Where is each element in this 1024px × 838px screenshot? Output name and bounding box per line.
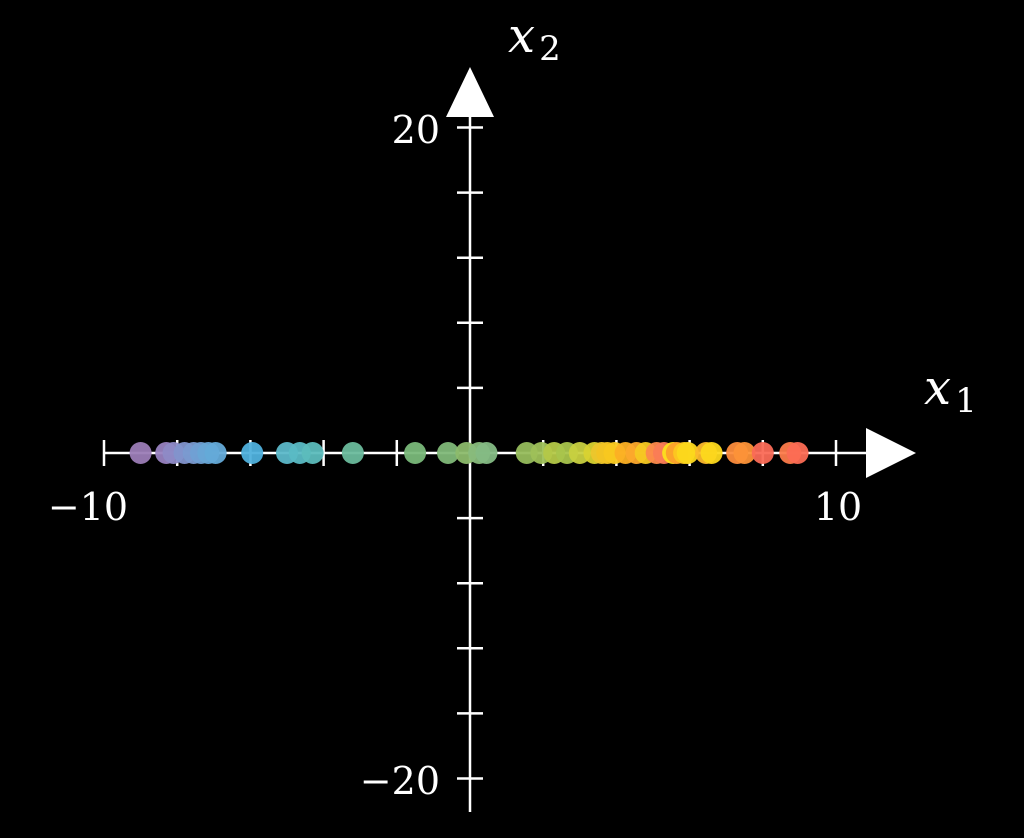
- y-axis-label-sub: 2: [539, 29, 561, 69]
- data-point: [676, 442, 699, 464]
- data-point: [475, 442, 498, 464]
- data-point: [204, 442, 227, 464]
- data-point: [786, 442, 809, 464]
- x-tick-label-max: 10: [814, 485, 862, 529]
- y-axis-label-base: x: [508, 8, 535, 64]
- data-point: [341, 442, 364, 464]
- x-axis-label-sub: 1: [955, 381, 977, 421]
- data-point: [700, 442, 723, 464]
- data-point: [404, 442, 427, 464]
- y-tick-label-min: −20: [360, 759, 440, 803]
- x-tick-label-min: −10: [48, 485, 128, 529]
- data-point: [733, 442, 756, 464]
- y-axis-arrow: [446, 67, 494, 117]
- data-point: [241, 442, 264, 464]
- x-axis-label-base: x: [924, 360, 951, 416]
- data-point: [301, 442, 324, 464]
- data-point: [437, 442, 460, 464]
- data-points: [129, 442, 809, 464]
- data-point: [129, 442, 152, 464]
- data-point: [751, 442, 774, 464]
- x-axis-arrow: [866, 428, 916, 478]
- y-tick-label-max: 20: [392, 108, 440, 152]
